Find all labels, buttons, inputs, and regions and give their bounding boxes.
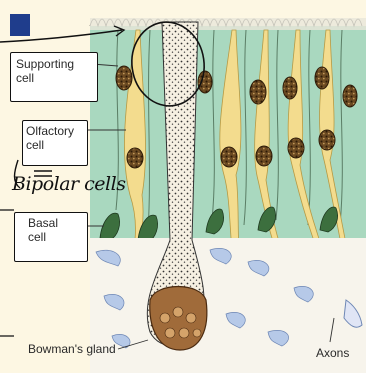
nucleus bbox=[283, 77, 297, 99]
nucleus bbox=[315, 67, 329, 89]
nucleus bbox=[116, 66, 132, 90]
nucleus bbox=[221, 147, 237, 167]
label-axons: Axons bbox=[316, 346, 349, 360]
handwritten-note: Bipolar cells bbox=[12, 173, 125, 195]
label-supporting-cell: Supporting cell bbox=[16, 57, 94, 85]
nucleus bbox=[288, 138, 304, 158]
annotation-bracket bbox=[0, 210, 14, 336]
label-basal-cell: Basal cell bbox=[28, 216, 80, 244]
nucleus bbox=[250, 80, 266, 104]
blue-marker bbox=[10, 14, 30, 36]
nucleus bbox=[198, 71, 212, 93]
label-olfactory-cell: Olfactory cell bbox=[26, 124, 86, 152]
label-bowmans-gland: Bowman's gland bbox=[28, 342, 116, 356]
mucus-layer bbox=[90, 18, 366, 30]
nucleus bbox=[127, 148, 143, 168]
nucleus bbox=[319, 130, 335, 150]
nucleus bbox=[343, 85, 357, 107]
nucleus bbox=[256, 146, 272, 166]
